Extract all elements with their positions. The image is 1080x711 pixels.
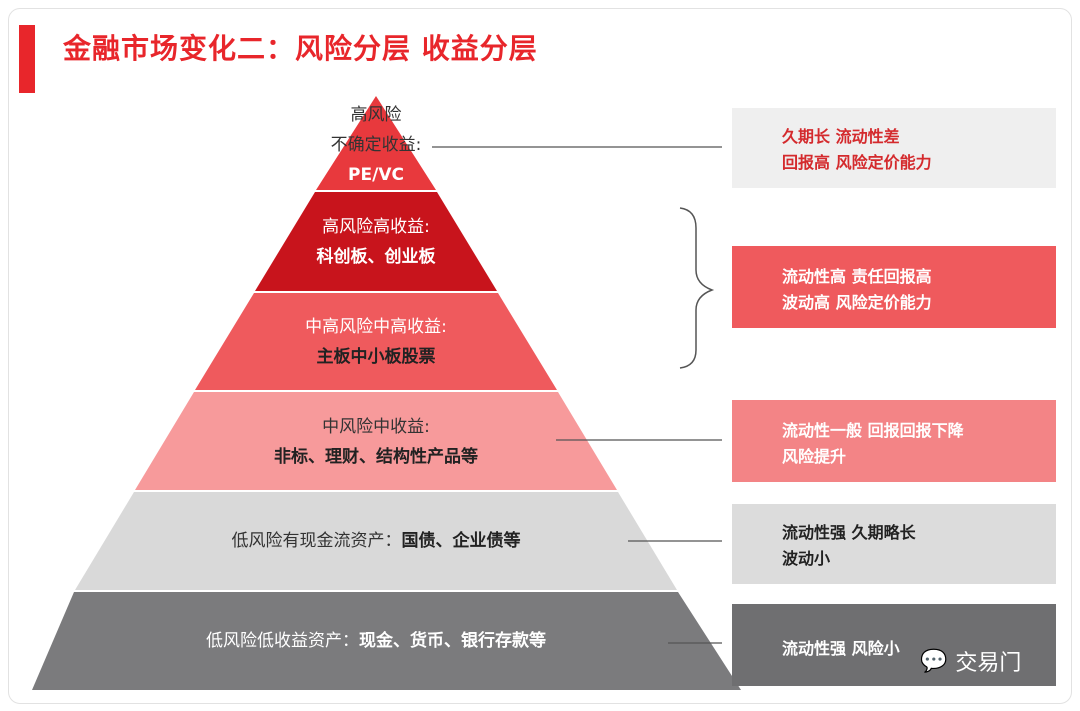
watermark: 💬 交易门 [920,645,1021,677]
layer-4-label: 中风险中收益: 非标、理财、结构性产品等 [274,417,478,467]
title-accent-bar [19,25,35,93]
desc-box-3-text: 流动性一般 回报回报下降 风险提升 [782,421,964,466]
slide-title: 金融市场变化二：风险分层 收益分层 [63,32,538,65]
wechat-icon: 💬 [920,648,948,674]
desc-box-4 [732,504,1056,584]
layer-5-label: 低风险有现金流资产：国债、企业债等 [231,531,521,551]
desc-box-5-text: 流动性强 风险小 [782,639,900,658]
pyramid-layer-5 [75,492,677,590]
layer-6-label: 低风险低收益资产：现金、货币、银行存款等 [206,631,546,651]
desc-box-5 [732,604,1056,686]
layer-3-label: 中高风险中高收益: 主板中小板股票 [305,317,447,367]
pyramid-layer-3 [195,293,557,390]
layer-2-label: 高风险高收益: 科创板、创业板 [316,217,436,267]
desc-box-4-text: 流动性强 久期略长 波动小 [782,523,916,568]
curly-brace [679,207,715,369]
desc-box-3 [732,400,1056,482]
watermark-text: 交易门 [955,651,1022,676]
pyramid-layer-4 [135,392,617,490]
pyramid-layer-6 [32,592,741,690]
pyramid-layer-2 [255,192,497,291]
pyramid-layer-1 [316,96,436,190]
desc-box-1-text: 久期长 流动性差 回报高 风险定价能力 [782,127,932,172]
desc-box-2-text: 流动性高 责任回报高 波动高 风险定价能力 [782,267,932,312]
desc-box-1 [732,108,1056,188]
desc-box-2 [732,246,1056,328]
layer-1-label: 高风险 不确定收益: PE/VC [330,105,422,185]
